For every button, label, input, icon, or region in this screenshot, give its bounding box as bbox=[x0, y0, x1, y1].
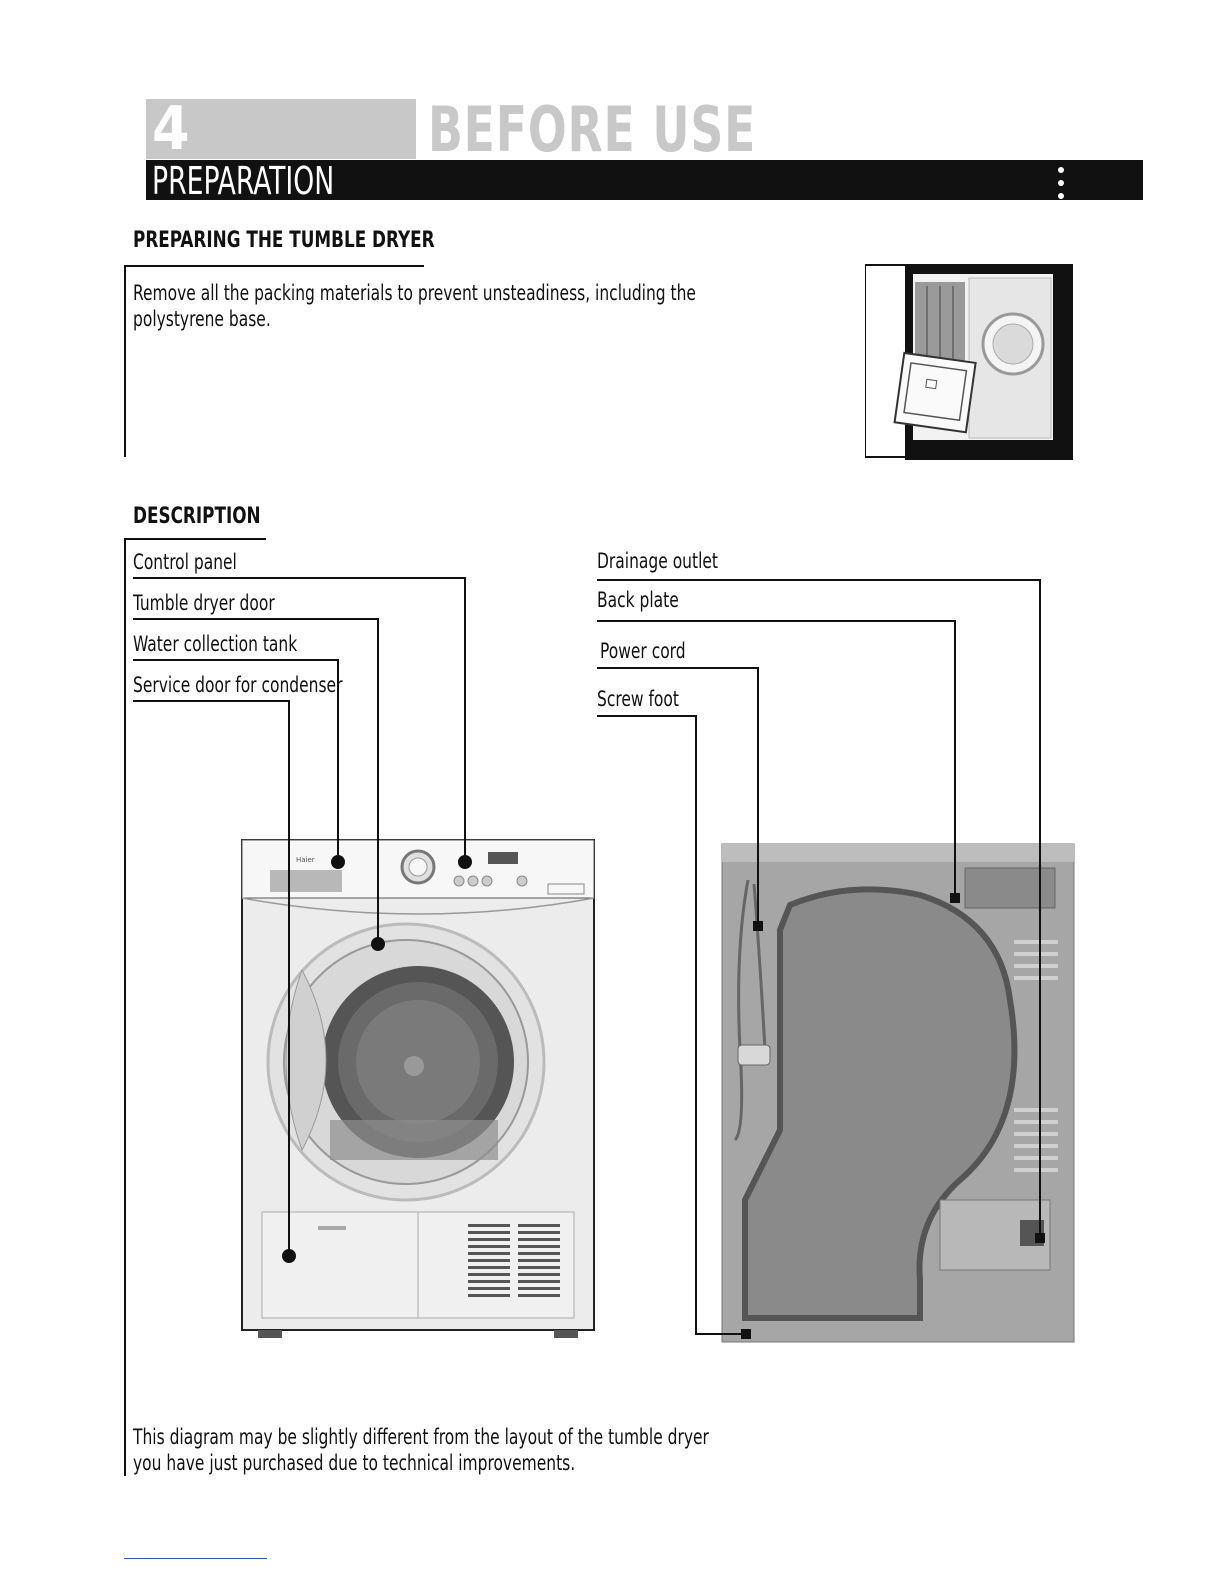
heading-rule bbox=[124, 265, 424, 267]
section-title: PREPARATION bbox=[152, 159, 335, 203]
label-screw-foot: Screw foot bbox=[597, 687, 679, 711]
bar-dot bbox=[1058, 167, 1064, 173]
preparing-text: Remove all the packing materials to prev… bbox=[133, 281, 696, 331]
label-power-cord: Power cord bbox=[600, 639, 686, 663]
side-rule bbox=[124, 538, 126, 1476]
label-water-collection-tank: Water collection tank bbox=[133, 632, 298, 656]
bar-dot bbox=[1058, 193, 1064, 199]
diagram-note: This diagram may be slightly different f… bbox=[133, 1425, 709, 1475]
label-service-door: Service door for condenser bbox=[133, 673, 343, 697]
preparing-heading: PREPARING THE TUMBLE DRYER bbox=[133, 228, 435, 253]
heading-rule bbox=[124, 538, 266, 540]
chapter-number: 4 bbox=[152, 94, 190, 164]
side-rule bbox=[124, 265, 126, 457]
front-leader-lines bbox=[133, 577, 466, 1256]
packing-illustration bbox=[864, 264, 1073, 460]
dryer-front-drawing: Haier bbox=[241, 839, 595, 1338]
brand-logo: Haier bbox=[296, 856, 315, 864]
section-bar bbox=[146, 160, 1143, 200]
dryer-back-drawing bbox=[721, 843, 1075, 1343]
label-control-panel: Control panel bbox=[133, 550, 237, 574]
chapter-title: BEFORE USE bbox=[428, 93, 757, 166]
chapter-number-box bbox=[146, 99, 416, 159]
label-tumble-dryer-door: Tumble dryer door bbox=[133, 591, 275, 615]
label-back-plate: Back plate bbox=[597, 588, 679, 612]
bar-dot bbox=[1058, 180, 1064, 186]
footer-rule bbox=[124, 1558, 267, 1559]
label-drainage-outlet: Drainage outlet bbox=[597, 549, 718, 573]
back-leader-lines bbox=[597, 579, 1041, 1335]
description-heading: DESCRIPTION bbox=[133, 504, 261, 529]
